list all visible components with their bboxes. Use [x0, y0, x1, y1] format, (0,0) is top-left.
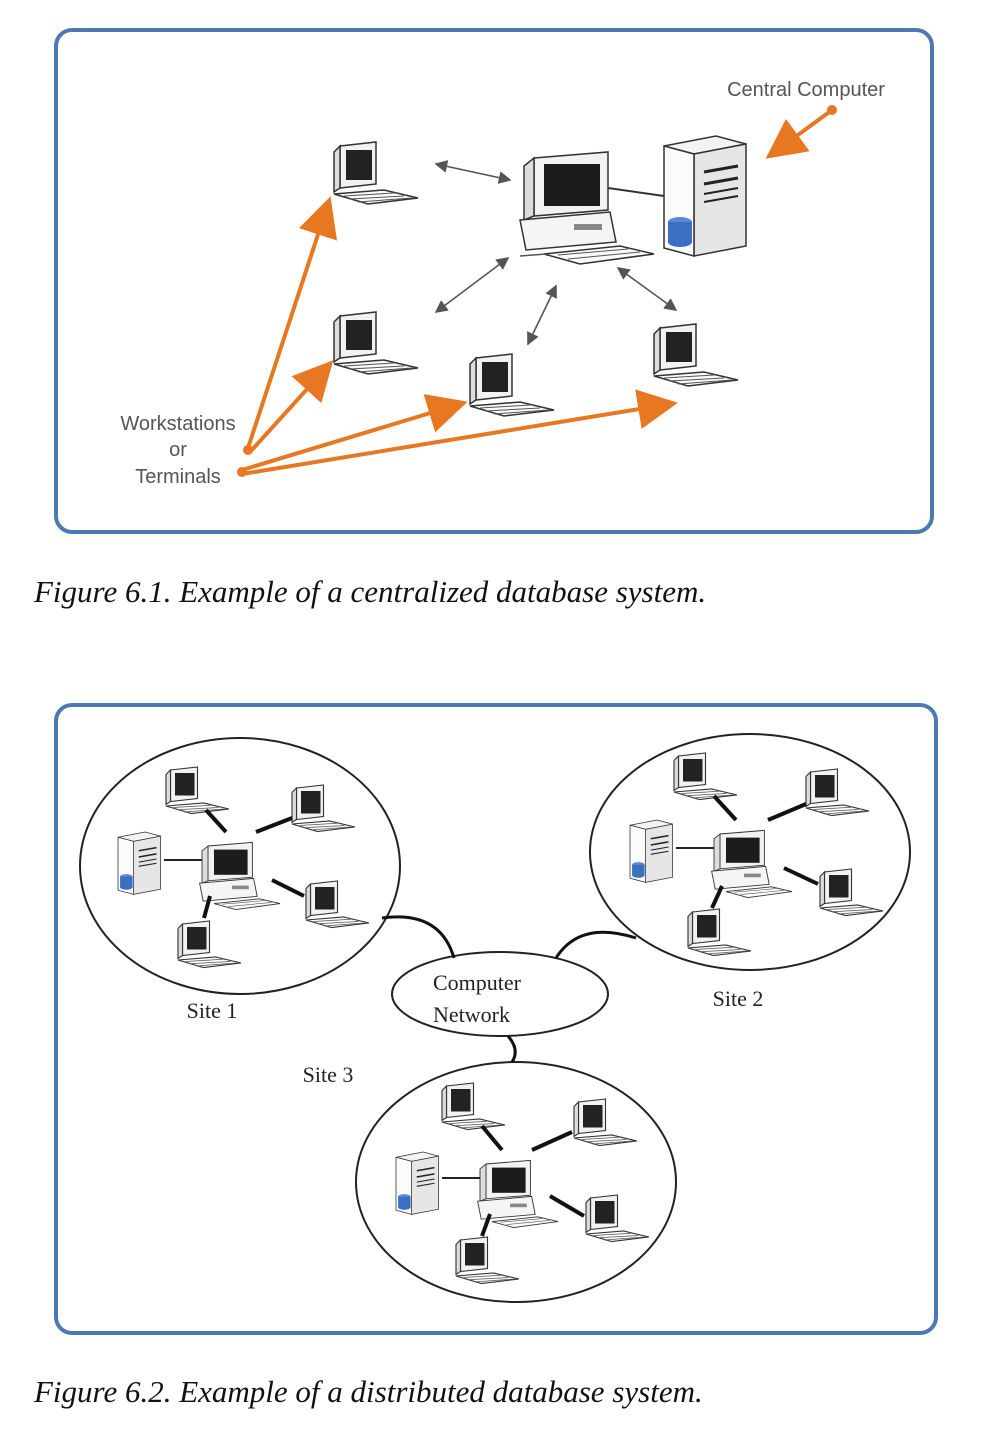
central-computer-label: Central Computer [727, 79, 885, 101]
workstation-icon [333, 311, 419, 375]
workstation-icon [573, 1098, 638, 1147]
workstations-label-line2: or [169, 439, 187, 461]
workstation-icon [653, 323, 739, 387]
pointer-arrow [241, 389, 678, 476]
centralized-figure: Central Computer Workstations or Termina… [120, 79, 885, 488]
network-label-line2: Network [433, 1002, 510, 1027]
site-1-cluster [117, 766, 370, 969]
network-link [554, 930, 637, 959]
workstation-icon [291, 784, 356, 833]
central-desktop-icon [519, 151, 655, 265]
workstations-label-line1: Workstations [120, 413, 235, 435]
site-desktop-icon [711, 829, 793, 899]
workstation-icon [673, 752, 738, 801]
distributed-figure: Computer Network Site 1 Site 2 Site 3 [79, 733, 911, 1303]
site-1-label: Site 1 [187, 998, 238, 1023]
link-arrow [527, 284, 557, 346]
link-arrow [616, 267, 678, 311]
workstation-icon [177, 920, 242, 969]
site-2-cluster [629, 752, 884, 957]
pointer-arrow [765, 108, 834, 159]
site-3-boundary [355, 1061, 677, 1303]
workstations-label-line3: Terminals [135, 466, 221, 488]
pointer-arrow [246, 196, 338, 449]
computer-network-node [391, 951, 609, 1037]
figure-2-caption: Figure 6.2. Example of a distributed dat… [34, 1374, 703, 1409]
link-arrow [434, 160, 512, 184]
pointer-arrow [248, 360, 334, 454]
site-2-boundary [589, 733, 911, 971]
workstation-icon [819, 868, 884, 917]
workstation-icon [805, 768, 870, 817]
workstation-icon [585, 1194, 650, 1243]
workstation-icon [333, 141, 419, 205]
workstation-icon [687, 908, 752, 957]
site-server-icon [117, 831, 162, 896]
site-1-boundary [79, 737, 401, 995]
workstation-icon [469, 353, 555, 417]
figure-1-caption: Figure 6.1. Example of a centralized dat… [34, 574, 707, 609]
link-arrow [434, 257, 510, 313]
workstation-icon [455, 1236, 520, 1285]
network-label-line1: Computer [433, 970, 522, 995]
workstation-icon [305, 880, 370, 929]
workstation-icon [441, 1082, 506, 1131]
site-desktop-icon [199, 841, 281, 911]
site-3-label: Site 3 [303, 1062, 354, 1087]
workstation-icon [165, 766, 230, 815]
pointer-arrow [241, 394, 468, 472]
site-server-icon [395, 1151, 440, 1216]
site-2-label: Site 2 [713, 986, 764, 1011]
network-link [381, 915, 456, 959]
central-server-icon [662, 134, 748, 258]
network-link [506, 1035, 517, 1063]
site-server-icon [629, 819, 674, 884]
site-3-cluster [395, 1082, 650, 1285]
